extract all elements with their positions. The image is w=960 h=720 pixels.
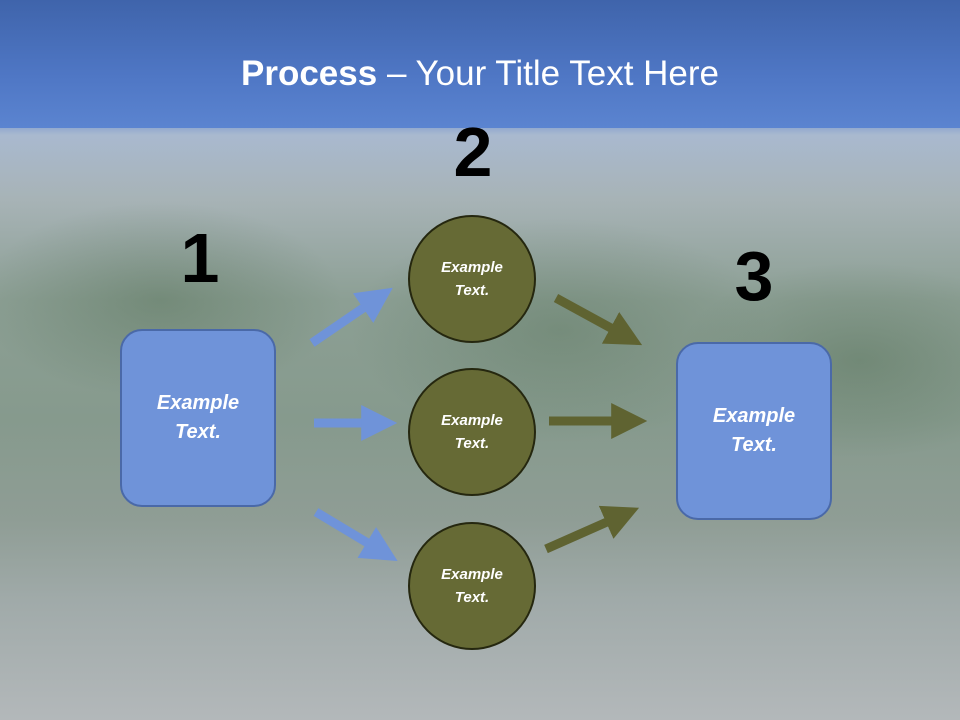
step-number-2: 2	[453, 113, 493, 191]
circle-bottom-label: Example Text.	[441, 566, 503, 606]
arrow-blue-down	[313, 508, 398, 561]
step-number-1: 1	[180, 219, 220, 297]
slide-title: Process – Your Title Text Here	[0, 52, 960, 96]
circle-node-middle: Example Text.	[408, 368, 536, 496]
step-number-3: 3	[734, 237, 774, 315]
arrow-blue-up	[309, 287, 393, 347]
circle-middle-label: Example Text.	[441, 412, 503, 452]
title-band	[0, 0, 960, 128]
arrow-olive-up	[544, 505, 640, 554]
title-rest: – Your Title Text Here	[377, 54, 719, 93]
right-process-box: Example Text.	[676, 342, 832, 520]
circle-node-bottom: Example Text.	[408, 522, 536, 650]
right-box-label: Example Text.	[712, 405, 796, 456]
circle-node-top: Example Text.	[408, 215, 536, 343]
title-bold: Process	[241, 54, 378, 93]
left-process-box: Example Text.	[120, 329, 276, 507]
left-box-label: Example Text.	[156, 392, 240, 443]
arrow-olive-down	[553, 294, 643, 346]
circle-top-label: Example Text.	[441, 259, 503, 299]
